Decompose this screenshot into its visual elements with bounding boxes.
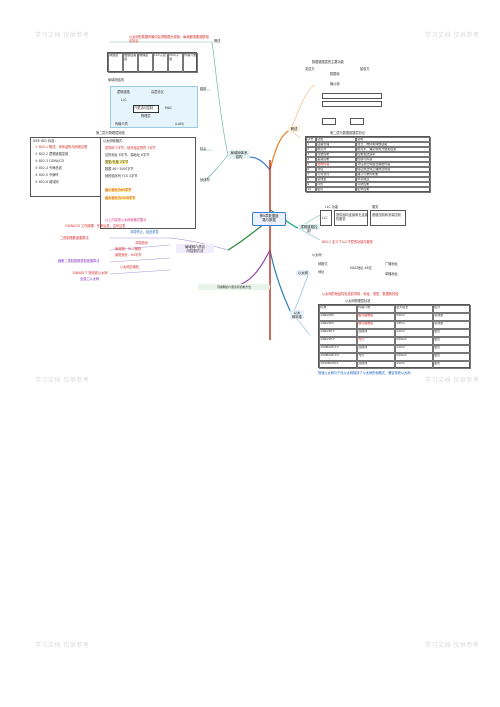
layer-cell: LLC子层 [153,53,168,73]
diagram-mac-access: 介质访问控制 [134,106,154,110]
ieee-list-item: ③ 802.3 CSMA/CD [35,159,64,163]
ethernet-title: 以太网 [312,253,322,257]
layer-cell: 网络层 [108,53,123,73]
llc-service-box: 提供面向连接和无连接的服务 [336,213,368,221]
model-side-label: 模型 [200,87,207,91]
dll-function-title: 数据链路层的主要功能 [312,60,344,64]
lan-structure-label: 局域网结构 [108,78,124,82]
ieee-list-item: ② 802.2 逻辑链路控制 [35,152,69,156]
diagram-physical: 物理层 [141,114,151,118]
frame-list-item: 帧校验序列 FCS 4字节 [105,174,138,178]
watermark: 学习文档 仅供参考 [425,377,480,384]
branch-lan-architecture[interactable]: 局域网体系 结构 [228,150,250,159]
arch-note: 以太网在数据传输中会把数据分成帧，每帧都需要遵循相应协议 [129,35,209,43]
branch-lan-access-control[interactable]: 局域网介质访 问控制方法 [176,244,214,253]
feature-side-label: 特点 [200,147,207,151]
ethernet-table-footer: 快速以太网与千兆以太网保持了以太网的帧格式，兼容传统以太网 [318,371,411,375]
lan-model-diagram: 逻辑链路 高层协议 LLC 介质访问控制 MAC 物理层 传输介质 （LAN） [110,86,198,128]
branch-lan-mac-method[interactable]: 局域网的介质访问控制方法 [198,284,270,290]
frame-list-title: 以太网帧格式： [103,139,126,143]
layer-cell: 传输介质 [183,53,198,73]
ethernet-item: 帧格式 [318,262,328,266]
watermark: 学习文档 仅供参考 [425,642,480,649]
dll-table-title: 第二层与数据链路层协议 [330,131,366,135]
frame-list-item: 目的地址 6字节，源地址 6字节 [105,153,150,157]
csma-note: 以太网交换机 [120,265,140,269]
ethernet-item: 地址 [318,270,325,274]
ieee-list-item: ④ 802.4 令牌总线 [35,166,62,170]
csma-note: 二进制指数退避算法 [60,236,89,240]
dll-flow-ack: 确认帧 [330,82,340,86]
ethernet-item: 单播地址 [385,272,398,276]
ethernet-standard-title: 以太网物理层标准 [345,299,371,303]
watermark: 学习文档 仅供参考 [35,32,90,39]
diagram-logical-link: 逻辑链路 [117,90,130,94]
csma-note: 全双工以太网 [80,277,100,281]
layer-cell: 物理层 [138,53,153,73]
csma-note: 截断二进制指数类型退避算法 [58,259,100,263]
csma-note: 冲突停止，延迟重发 [130,230,159,234]
diagram-mac: MAC [165,106,173,110]
frame-side-label: 帧结构 [200,178,210,182]
central-topic[interactable]: 第5章数据链 路与数据 [252,212,286,226]
csma-note: CSMA/CD 工作原理：先听后发，边听边发 [65,224,126,228]
llc-box: LLC [322,216,328,220]
csma-note: 冲突检测 [135,241,148,245]
dll-flow-receiver: 接收方 [360,67,370,71]
ethernet-item: 广播地址 [385,262,398,266]
diagram-higher-protocol: 高层协议 [151,90,164,94]
layer-cell: 数据链路层 [123,53,138,73]
dll-flow-sender: 发送方 [305,67,315,71]
frame-list-item: 前导码 7字节，帧开始定界符 1字节 [105,146,156,150]
ieee-list-item: ⑤ 802.5 令牌环 [35,173,59,177]
llc-service-label: 服务 [372,205,379,209]
ethernet-standards-table: 标准 传输介质 最大段长 拓扑 10BASE5 粗同轴电缆 500m 总线型 1… [318,304,471,369]
frame-list-item: 类型/长度 2字节 [105,160,129,164]
frame-format-box: 以太网帧格式： 前导码 7字节，帧开始定界符 1字节 目的地址 6字节，源地址 … [100,137,196,229]
layer-cell: MAC子层 [168,53,183,73]
watermark: 学习文档 仅供参考 [35,642,90,649]
frame-min-length: 最小帧长为64字节 [105,188,132,192]
diagram-lan: （LAN） [173,122,186,126]
diagram-llc: LLC [121,98,127,102]
ieee-list-item: ⑥ 802.6 城域网 [35,180,59,184]
branch-ethernet-standard[interactable]: 以太 网标准 [290,310,304,319]
llc-note: 802.2 定义了LLC子层的功能与服务 [322,240,373,244]
ieee-section-title: 第二层与物理层网络 [96,131,125,135]
csma-note: 最短帧长：64字节 [115,253,142,257]
csma-note: 争用期：51.2微秒 [115,247,142,251]
csma-note: 10BASE-T 双绞线以太网 [72,271,108,275]
branch-ethernet[interactable]: 以太网 [296,270,310,276]
branch-llc[interactable]: 逻辑链路控制 [298,224,320,233]
ethernet-item: MAC地址 48位 [350,266,372,270]
ieee-list-title: IEEE 802 标准： [33,139,58,143]
llc-function-label: LLC 功能 [325,205,339,209]
llc-control-box: 差错控制和流量控制 [372,213,401,217]
dll-flow-frame: 数据帧 [330,72,340,76]
diagram-media: 传输介质 [115,122,128,126]
arch-note-label: 概述 [214,39,221,43]
dll-functions-table: 序号 功能 说明 1 链路管理 建立、维持和释放链路 2 帧定界 帧同步，确定帧… [305,136,431,193]
layer-table: 网络层 数据链路层 物理层 LLC子层 MAC子层 传输介质 [107,52,198,73]
watermark: 学习文档 仅供参考 [425,32,480,39]
watermark: 学习文档 仅供参考 [35,377,90,384]
ieee-standards-box: IEEE 802 标准： ① 802.1 概述、体系结构与网络互联 ② 802.… [30,137,102,197]
ieee-list-item: ① 802.1 概述、体系结构与网络互联 [35,145,88,149]
frame-list-item: 数据 46~1500字节 [105,167,134,171]
branch-overview[interactable]: 概述 [288,126,300,132]
frame-max-length: 最大帧长为1518字节 [105,196,136,200]
ethernet-note: 以太网的帧结构包括前导码、地址、类型、数据和校验 [322,292,399,296]
frame-footer: 以上内容是以太网帧格式要点 [105,218,147,222]
